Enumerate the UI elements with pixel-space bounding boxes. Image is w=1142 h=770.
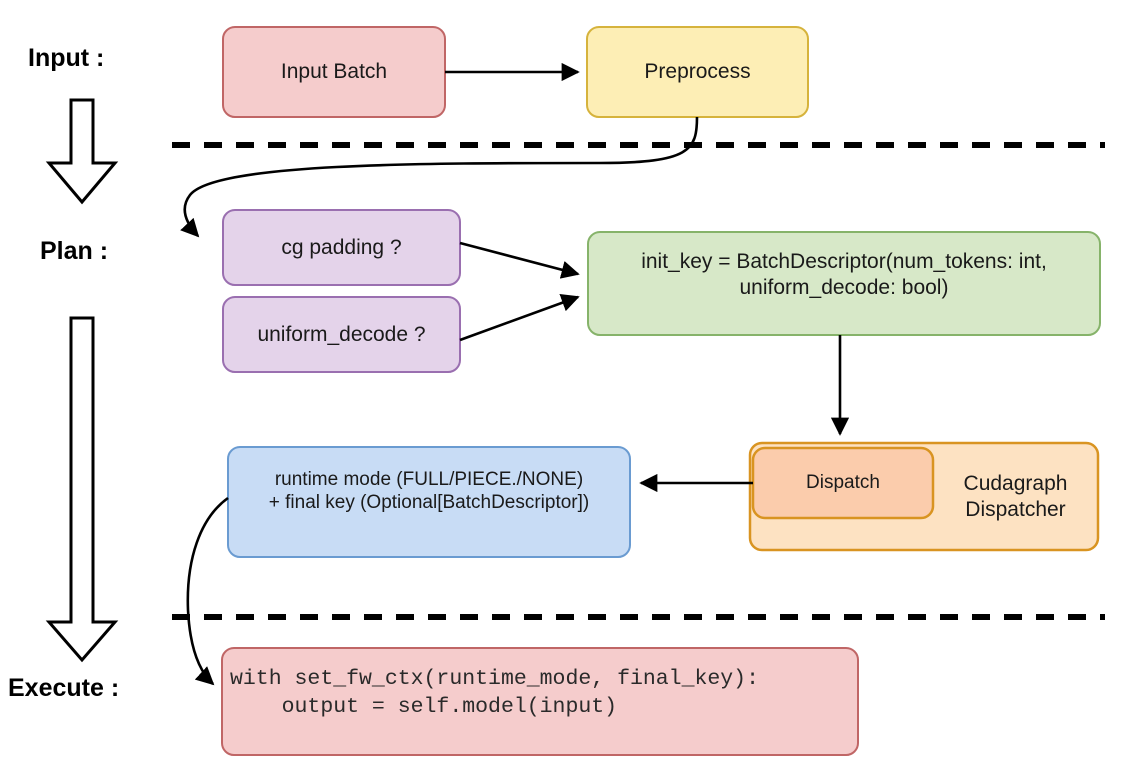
dashed-separators: [172, 142, 1105, 620]
connector-cg-padding-to-init-key: [459, 241, 580, 279]
stage-label-input: Input :: [28, 44, 105, 72]
connectors: [180, 62, 850, 686]
node-box-runtime-mode[interactable]: [227, 446, 631, 558]
big-arrows: [45, 98, 119, 663]
big-arrow-input-to-plan: [45, 98, 119, 205]
stage-label-plan: Plan :: [40, 237, 109, 265]
node-boxes: [221, 26, 1101, 756]
node-box-init-key[interactable]: [587, 231, 1101, 336]
node-box-cg-padding[interactable]: [222, 209, 461, 286]
connector-preprocess-to-cg-padding: [180, 116, 699, 238]
node-box-uniform-decode[interactable]: [222, 296, 461, 373]
stage-label-execute: Execute :: [8, 674, 120, 702]
node-box-execute-code[interactable]: [221, 647, 859, 756]
big-arrow-plan-to-execute: [45, 316, 119, 663]
connector-uniform-decode-to-init-key: [459, 294, 580, 342]
node-box-dispatch[interactable]: [751, 446, 935, 520]
node-box-preprocess[interactable]: [586, 26, 809, 118]
node-box-input-batch[interactable]: [222, 26, 446, 118]
connector-runtime-mode-to-execute: [186, 496, 229, 686]
